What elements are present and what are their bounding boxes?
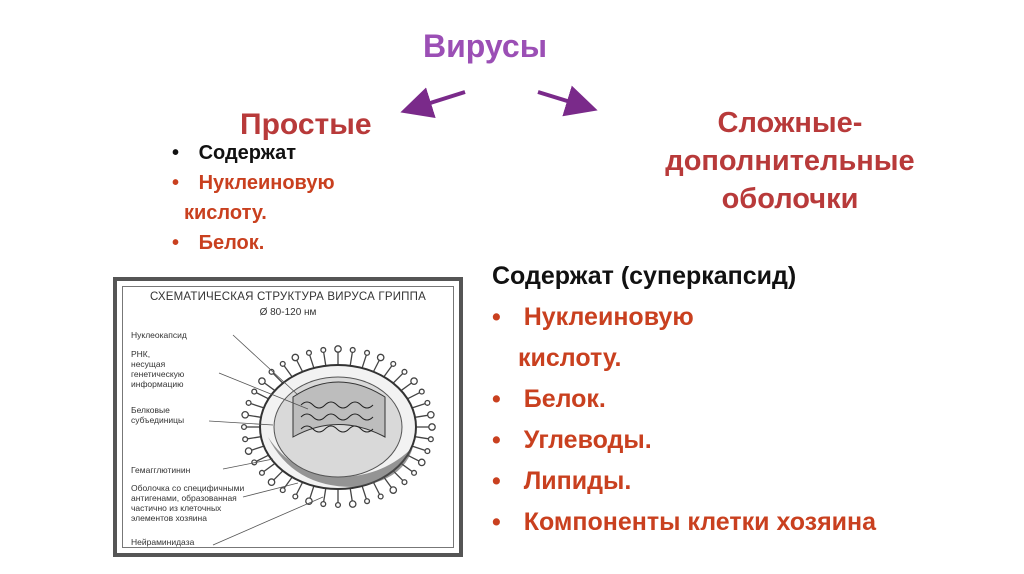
complex-item-text: Нуклеиновую [524, 303, 694, 331]
complex-list: Содержат (суперкапсид) • Нуклеиновую кис… [492, 256, 876, 543]
complex-item-text: Углеводы. [524, 426, 652, 454]
bullet: • [172, 232, 179, 254]
spike-head [242, 425, 247, 430]
simple-heading: Простые [240, 108, 372, 142]
spike-head [350, 501, 356, 507]
bullet: • [492, 385, 501, 413]
influenza-virus-figure: СХЕМАТИЧЕСКАЯ СТРУКТУРА ВИРУСА ГРИППА Ø … [113, 277, 463, 557]
spike-head [242, 412, 248, 418]
bullet: • [492, 426, 501, 454]
label-neuraminidase: Нейраминидаза [131, 537, 194, 547]
spike-head [402, 480, 407, 485]
complex-heading-line: Сложные- [600, 104, 980, 142]
simple-list: • Содержат • Нуклеиновую кислоту. • Бело… [172, 138, 335, 258]
complex-item: кислоту. [492, 338, 876, 379]
bullet: • [492, 508, 501, 536]
spike-head [378, 494, 383, 499]
bullet: • [172, 172, 179, 194]
spike-head [243, 437, 248, 442]
complex-item: • Компоненты клетки хозяина [492, 502, 876, 543]
bullet: • [492, 467, 501, 495]
spike-head [252, 389, 257, 394]
simple-item-text: кислоту. [184, 202, 267, 224]
spike-head [335, 346, 341, 352]
branch-arrows [390, 80, 610, 120]
spike-head [280, 361, 285, 366]
spike-head [321, 502, 326, 507]
spike-head [428, 437, 433, 442]
spike-head [268, 479, 274, 485]
spike-head [260, 470, 265, 475]
spike-head [412, 470, 417, 475]
spike-head [280, 488, 285, 493]
bullet: • [172, 142, 179, 164]
spike-head [245, 448, 251, 454]
complex-item: • Нуклеиновую [492, 297, 876, 338]
spike-head [419, 389, 424, 394]
simple-item: кислоту. [172, 198, 335, 228]
bullet: • [492, 303, 501, 331]
simple-item-text: Нуклеиновую [199, 172, 335, 194]
simple-item: • Содержат [172, 138, 335, 168]
spike-head [428, 412, 434, 418]
spike-head [307, 350, 312, 355]
complex-item: • Липиды. [492, 461, 876, 502]
spike-head [365, 350, 370, 355]
arrow-right [538, 92, 590, 108]
arrow-left [408, 92, 465, 110]
spike-head [411, 378, 417, 384]
spike-head [293, 494, 298, 499]
spike-head [425, 400, 430, 405]
spike-head [429, 424, 435, 430]
spike-head [402, 369, 407, 374]
figure-frame: СХЕМАТИЧЕСКАЯ СТРУКТУРА ВИРУСА ГРИППА Ø … [122, 286, 454, 548]
label-nucleocapsid: Нуклеокапсид [131, 330, 187, 340]
complex-item-text: кислоту. [518, 344, 622, 372]
label-rna: РНК, несущая генетическую информацию [131, 349, 184, 389]
label-protein-subunits: Белковые субъединицы [131, 405, 184, 425]
complex-contains: Содержат (суперкапсид) [492, 256, 876, 297]
spike-head [292, 354, 298, 360]
spike-head [336, 503, 341, 508]
spike-head [246, 400, 251, 405]
spike-head [391, 361, 396, 366]
label-envelope: Оболочка со специфичными антигенами, обр… [131, 483, 244, 523]
spike-head [377, 354, 383, 360]
complex-heading: Сложные- дополнительные оболочки [600, 104, 980, 218]
simple-item-text: Белок. [199, 232, 265, 254]
spike-head [419, 459, 425, 465]
complex-item: • Углеводы. [492, 420, 876, 461]
complex-item-text: Липиды. [524, 467, 632, 495]
simple-item: • Нуклеиновую [172, 168, 335, 198]
complex-heading-line: оболочки [600, 180, 980, 218]
label-hemagglutinin: Гемагглютинин [131, 465, 190, 475]
spike-head [365, 499, 370, 504]
simple-item: • Белок. [172, 228, 335, 258]
spike-head [259, 378, 265, 384]
complex-heading-line: дополнительные [600, 142, 980, 180]
complex-item: • Белок. [492, 379, 876, 420]
slide-title: Вирусы [400, 28, 570, 65]
spike-head [321, 348, 326, 353]
complex-item-text: Белок. [524, 385, 606, 413]
spike-head [425, 449, 430, 454]
complex-item-text: Компоненты клетки хозяина [524, 508, 876, 536]
simple-item-text: Содержат [199, 142, 297, 164]
spike-head [350, 348, 355, 353]
spike-head [390, 487, 396, 493]
